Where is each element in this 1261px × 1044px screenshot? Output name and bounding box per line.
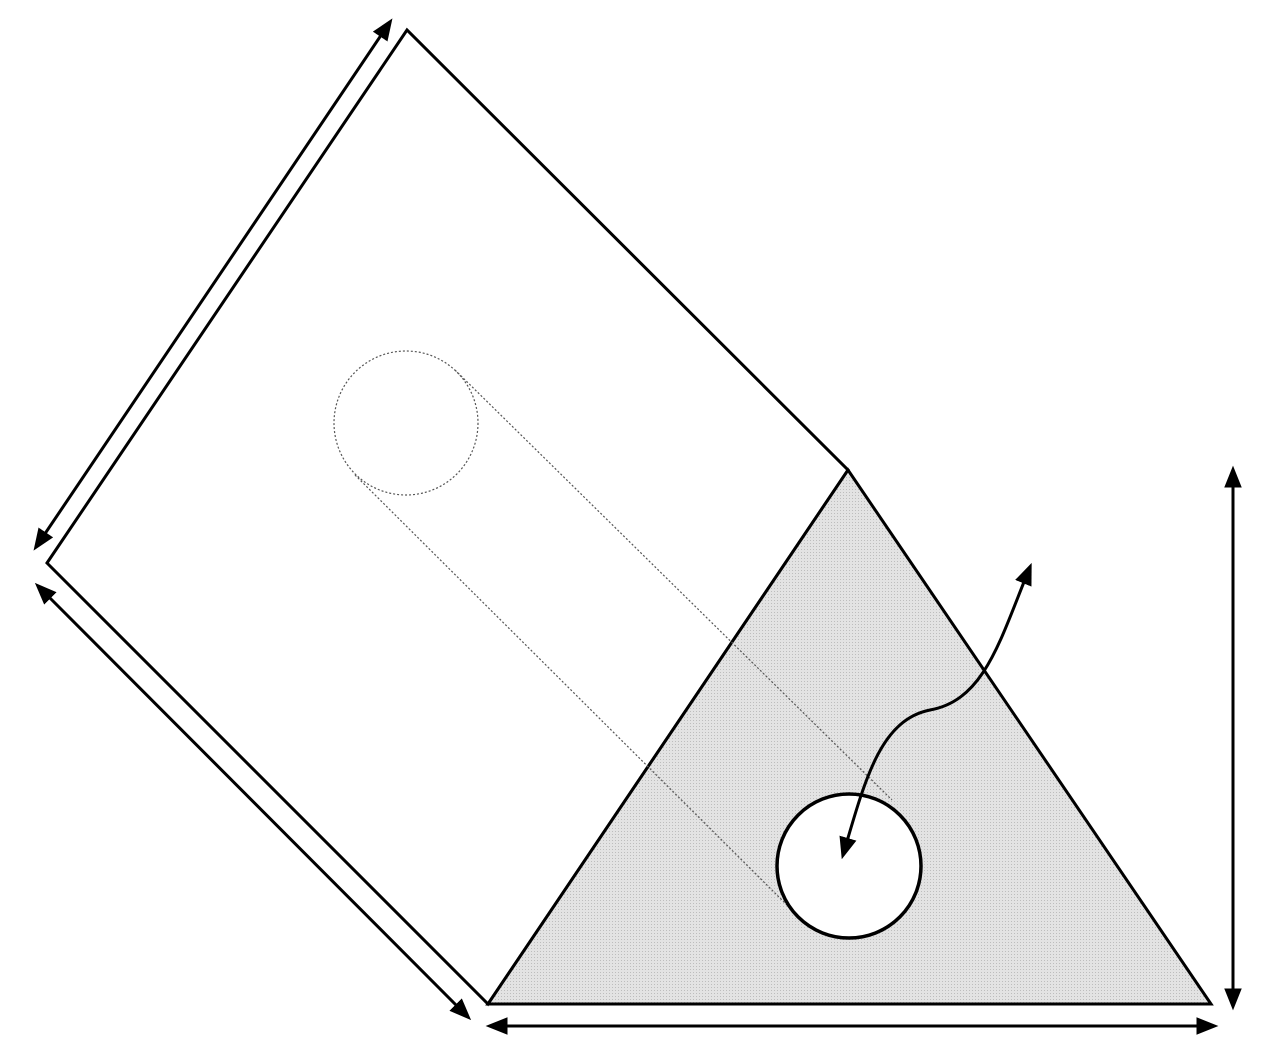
ghost-track-lower xyxy=(354,474,801,919)
lower-left-edge-dimension-arrow xyxy=(34,582,472,1021)
left-edge-dimension-arrow xyxy=(33,18,393,551)
solid-circle xyxy=(775,792,923,940)
curved-arrow-icon xyxy=(839,562,1032,860)
